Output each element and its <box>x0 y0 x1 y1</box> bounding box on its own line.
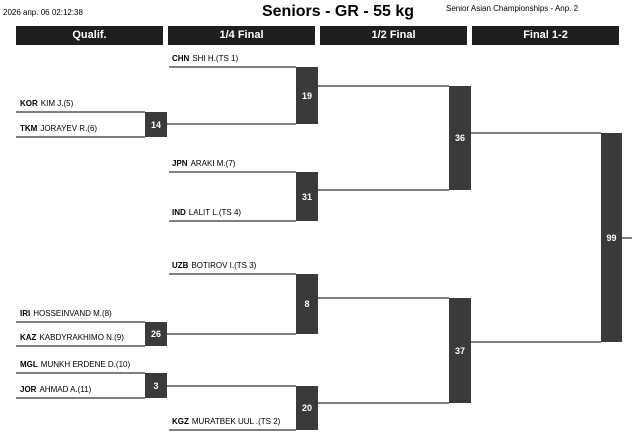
round-header-quarterfinal: 1/4 Final <box>168 26 315 45</box>
wrestler-country: UZB <box>172 261 189 270</box>
bout-box-semifinal: 37 <box>449 298 471 403</box>
wrestler-name: AHMAD A.(11) <box>39 385 92 394</box>
bout-box-qualif: 3 <box>145 373 167 398</box>
bout-box-quarterfinal: 20 <box>296 386 318 430</box>
wrestler-country: JPN <box>172 159 188 168</box>
bout-box-final: 99 <box>601 133 622 342</box>
bout-box-quarterfinal: 19 <box>296 67 318 124</box>
wrestler-name: ARAKI M.(7) <box>190 159 236 168</box>
wrestler-country: KGZ <box>172 417 189 426</box>
wrestler-name: JORAYEV R.(6) <box>40 124 98 133</box>
wrestler-country: IND <box>172 208 186 217</box>
wrestler-name: MUNKH ERDENE D.(10) <box>40 360 131 369</box>
bout-box-qualif: 14 <box>145 112 167 137</box>
wrestler-name: SHI H.(TS 1) <box>192 54 239 63</box>
page-title: Seniors - GR - 55 kg <box>261 3 415 20</box>
wrestler-country: CHN <box>172 54 190 63</box>
bout-box-qualif: 26 <box>145 322 167 346</box>
wrestler-name: HOSSEINVAND M.(8) <box>33 309 112 318</box>
wrestler-name: KABDYRAKHIMO N.(9) <box>39 333 124 342</box>
bout-box-quarterfinal: 8 <box>296 274 318 334</box>
wrestler-country: TKM <box>20 124 38 133</box>
bout-box-quarterfinal: 31 <box>296 172 318 221</box>
wrestler-country: MGL <box>20 360 38 369</box>
round-header-final: Final 1-2 <box>472 26 619 45</box>
round-header-qualif: Qualif. <box>16 26 163 45</box>
header-date: 2026 апр. 06 02:12:38 <box>3 8 83 17</box>
wrestler-name: BOTIROV I.(TS 3) <box>191 261 257 270</box>
event-name: Senior Asian Championships - Anp. 2 <box>446 4 579 13</box>
wrestler-name: MURATBEK UUL .(TS 2) <box>191 417 281 426</box>
wrestler-name: KIM J.(5) <box>40 99 74 108</box>
wrestler-country: JOR <box>20 385 37 394</box>
wrestler-country: KAZ <box>20 333 37 342</box>
wrestler-name: LALIT L.(TS 4) <box>188 208 242 217</box>
bout-box-semifinal: 36 <box>449 86 471 190</box>
wrestler-country: IRI <box>20 309 31 318</box>
round-header-semifinal: 1/2 Final <box>320 26 467 45</box>
wrestler-country: KOR <box>20 99 38 108</box>
